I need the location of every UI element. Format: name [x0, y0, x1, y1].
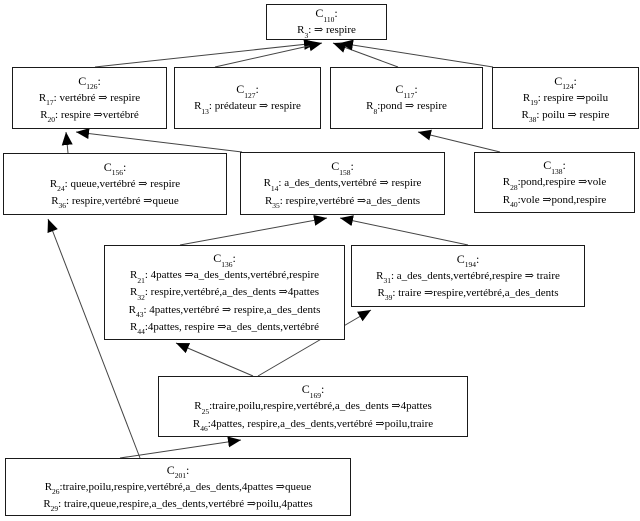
- rule-r3: R3: ⇒ respire: [297, 24, 356, 40]
- rule-r8: R8:pond ⇒ respire: [366, 100, 447, 116]
- edge-c136-c158: [179, 214, 328, 246]
- edge-c127-c110: [214, 40, 323, 68]
- concept-box-c127: C127: R13: prédateur ⇒ respire: [174, 67, 321, 129]
- concept-title: C110:: [315, 6, 338, 24]
- rule-r24: R24: queue,vertébré ⇒ respire: [49, 177, 181, 194]
- rule-r13: R13: prédateur ⇒ respire: [194, 100, 301, 116]
- concept-title: C138:: [543, 158, 566, 176]
- rule-r44: R44:4pattes, respire ⇒a_des_dents,vertéb…: [130, 320, 319, 336]
- rule-r39: R39: traire ⇒respire,vertébré,a_des_dent…: [377, 287, 559, 303]
- concept-title: C156:: [103, 159, 127, 178]
- concept-title: C194:: [456, 251, 480, 270]
- edge-c201-c156: [47, 218, 141, 459]
- rule-r17: R17: vertébré ⇒ respire: [38, 91, 141, 108]
- rule-r14: R14: a_des_dents,vertébré ⇒ respire: [263, 177, 422, 193]
- rule-r40: R40:vole ⇒pond,respire: [502, 193, 607, 209]
- rule-r28: R28:pond,respire ⇒vole: [502, 176, 607, 192]
- concept-title: C136:: [213, 251, 236, 269]
- edge-c138-c117: [417, 129, 501, 153]
- rule-r29: R29: traire,queue,respire,a_des_dents,ve…: [43, 498, 313, 514]
- rule-r32: R32: respire,vertébré,a_des_dents ⇒4patt…: [130, 286, 319, 302]
- concept-box-c158: C158: R14: a_des_dents,vertébré ⇒ respir…: [240, 152, 445, 215]
- concept-box-c110: C110: R3: ⇒ respire: [266, 4, 387, 40]
- concept-title: C201:: [166, 462, 190, 481]
- concept-box-c117: C117: R8:pond ⇒ respire: [330, 67, 483, 129]
- concept-box-c126: C126: R17: vertébré ⇒ respire R20: respi…: [12, 67, 167, 129]
- concept-box-c136: C136: R21: 4pattes ⇒a_des_dents,vertébré…: [104, 245, 345, 340]
- rule-r20: R20: respire ⇒vertébré: [40, 109, 139, 125]
- edge-c156-c126: [61, 131, 73, 154]
- concept-box-c194: C194: R31: a_des_dents,vertébré,respire …: [351, 245, 585, 307]
- edge-c169-c194: [257, 309, 372, 377]
- rule-r31: R31: a_des_dents,vertébré,respire ⇒ trai…: [376, 269, 560, 286]
- concept-title: C126:: [78, 73, 101, 92]
- concept-title: C169:: [301, 382, 325, 400]
- rule-r21: R21: 4pattes ⇒a_des_dents,vertébré,respi…: [130, 269, 319, 285]
- edge-c194-c158: [339, 215, 469, 246]
- rule-r35: R35: respire,vertébré ⇒a_des_dents: [264, 194, 421, 210]
- edge-c126-c110: [94, 38, 318, 68]
- edge-c169-c136: [175, 342, 254, 377]
- rule-r26: R26:traire,poilu,respire,vertébré,a_des_…: [44, 480, 312, 497]
- edge-c158-c126: [75, 128, 243, 153]
- edge-c201-c169: [119, 436, 242, 459]
- rule-r19: R19: respire ⇒poilu: [522, 91, 609, 108]
- concept-box-c124: C124: R19: respire ⇒poilu R38: poilu ⇒ r…: [492, 67, 639, 129]
- edge-c124-c110: [339, 39, 494, 68]
- concept-title: C124:: [554, 73, 577, 92]
- rule-r38: R38: poilu ⇒ respire: [521, 109, 610, 125]
- rule-r36: R36: respire,vertébré ⇒queue: [51, 195, 179, 211]
- concept-title: C127:: [236, 82, 259, 100]
- concept-box-c201: C201: R26:traire,poilu,respire,vertébré,…: [5, 458, 351, 516]
- concept-box-c138: C138: R28:pond,respire ⇒vole R40:vole ⇒p…: [474, 152, 635, 213]
- rule-r46: R46:4pattes, respire,a_des_dents,vertébr…: [192, 417, 434, 433]
- rule-r43: R43: 4pattes,vertébré ⇒ respire,a_des_de…: [128, 303, 321, 319]
- concept-box-c156: C156: R24: queue,vertébré ⇒ respire R36:…: [3, 153, 227, 215]
- concept-box-c169: C169: R25:traire,poilu,respire,vertébré,…: [158, 376, 468, 437]
- rule-r25: R25:traire,poilu,respire,vertébré,a_des_…: [194, 400, 432, 416]
- concept-title: C117:: [395, 82, 418, 100]
- concept-title: C158:: [331, 159, 354, 177]
